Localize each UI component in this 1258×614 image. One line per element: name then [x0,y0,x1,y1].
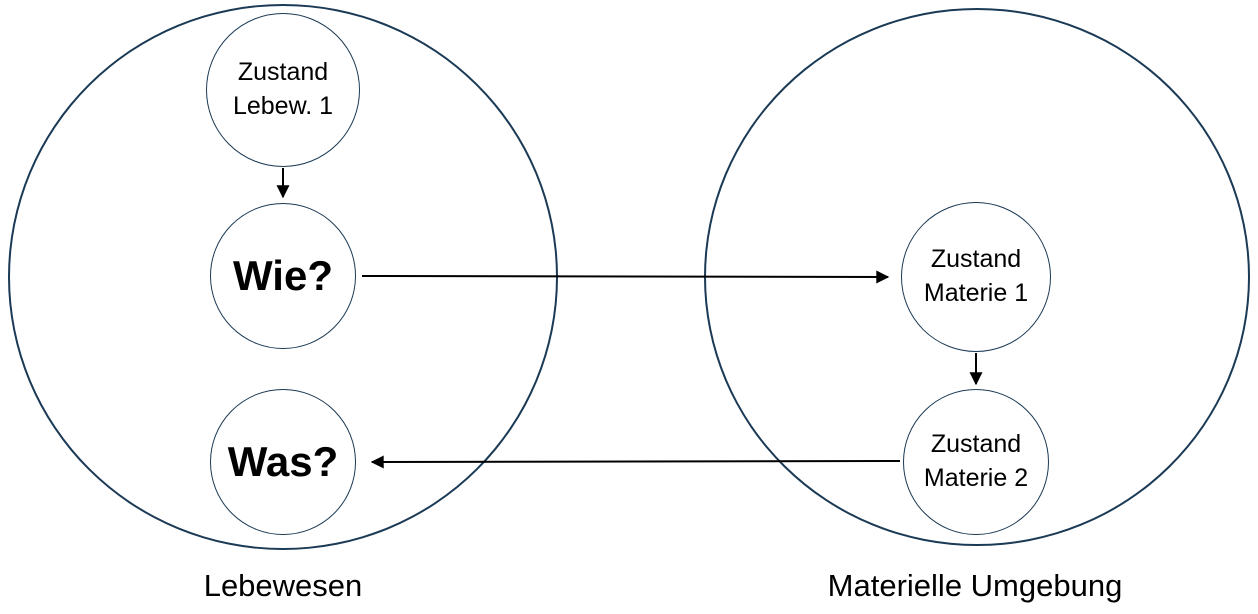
node-wie-label: Wie? [233,252,333,299]
node-zustand-materie-1-line1: Zustand [930,245,1022,274]
node-was: Was? [210,389,356,535]
node-zustand-materie-1-label: Zustand Materie 1 [924,243,1028,311]
node-zustand-materie-1-line2: Materie 1 [923,279,1029,307]
node-zustand-lebew-1-line2: Lebew. 1 [232,92,334,120]
arrow-zustand-materie2-to-was [370,455,901,469]
node-zustand-lebew-1-line1: Zustand [237,58,329,87]
lebewesen-group-label: Lebewesen [203,568,363,603]
node-zustand-materie-1: Zustand Materie 1 [901,202,1051,352]
materielle-umgebung-group-label: Materielle Umgebung [827,568,1123,603]
node-zustand-materie-2: Zustand Materie 2 [903,389,1049,535]
node-was-label: Was? [227,438,339,485]
node-wie: Wie? [210,203,356,349]
node-zustand-materie-2-label: Zustand Materie 2 [924,428,1028,496]
node-zustand-materie-2-line1: Zustand [930,430,1022,459]
node-zustand-lebew-1: Zustand Lebew. 1 [206,13,360,167]
node-zustand-materie-2-line2: Materie 2 [923,464,1029,492]
arrow-wie-to-zustand-materie1 [361,270,890,284]
node-zustand-lebew-1-label: Zustand Lebew. 1 [233,56,333,124]
